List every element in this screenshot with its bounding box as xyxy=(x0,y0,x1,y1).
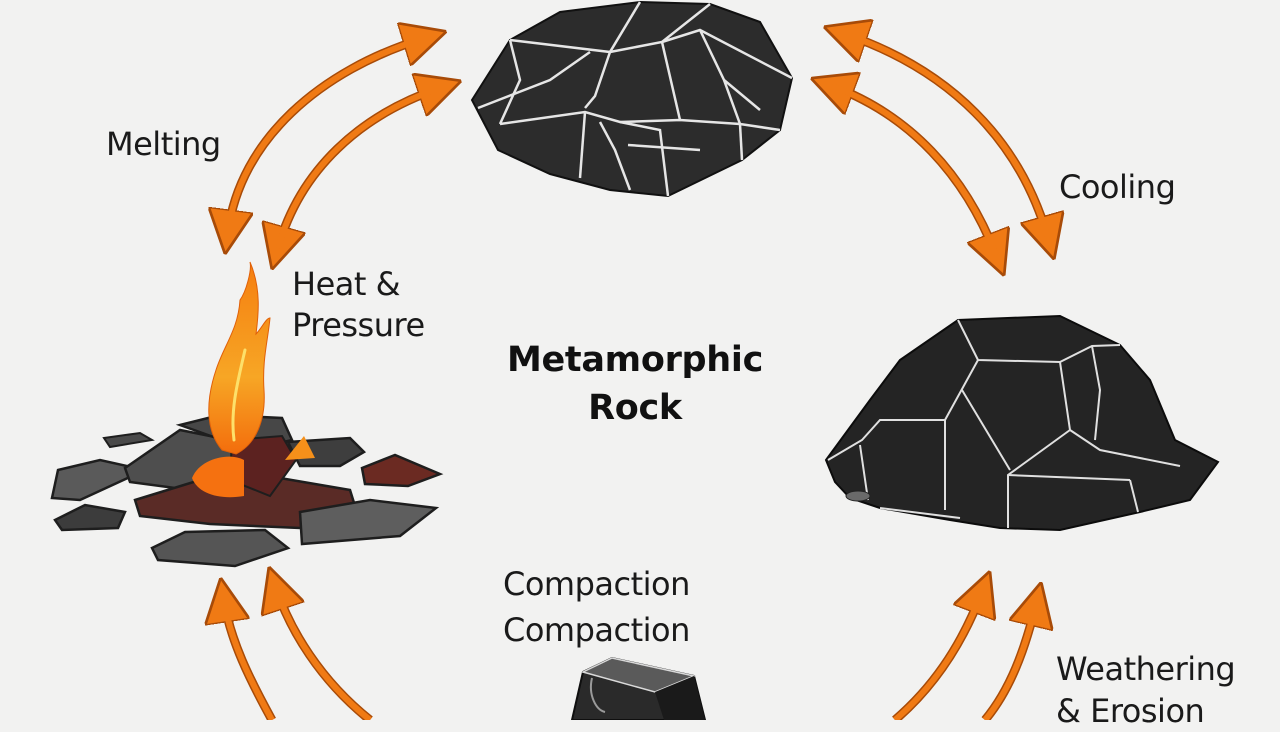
center-title-line2: Rock xyxy=(588,388,682,428)
sedimentary-rock-icon xyxy=(824,314,1220,532)
cooling-label: Cooling xyxy=(1059,168,1176,206)
compaction-label-line1: Compaction xyxy=(503,565,690,603)
weathering-arrows-icon xyxy=(892,592,1036,720)
melting-label: Melting xyxy=(106,125,221,163)
igneous-rock-icon xyxy=(470,0,794,198)
cooling-arrows-icon xyxy=(832,34,1048,255)
heated-rock-slabs-icon xyxy=(50,261,444,568)
center-title: Metamorphic Rock xyxy=(470,336,800,432)
heat-pressure-label-line1: Heat & xyxy=(292,265,401,303)
flame-icon xyxy=(208,261,271,455)
weathering-label-line2: & Erosion xyxy=(1056,692,1205,730)
center-title-line1: Metamorphic xyxy=(506,340,764,380)
bottom-left-arrows-icon xyxy=(224,588,373,720)
melting-arrows-icon xyxy=(228,38,440,248)
weathering-label-line1: Weathering xyxy=(1056,650,1236,688)
compacted-rock-block-icon xyxy=(570,656,707,720)
compaction-label-line2: Compaction xyxy=(503,611,690,649)
heat-pressure-label-line2: Pressure xyxy=(292,306,425,344)
